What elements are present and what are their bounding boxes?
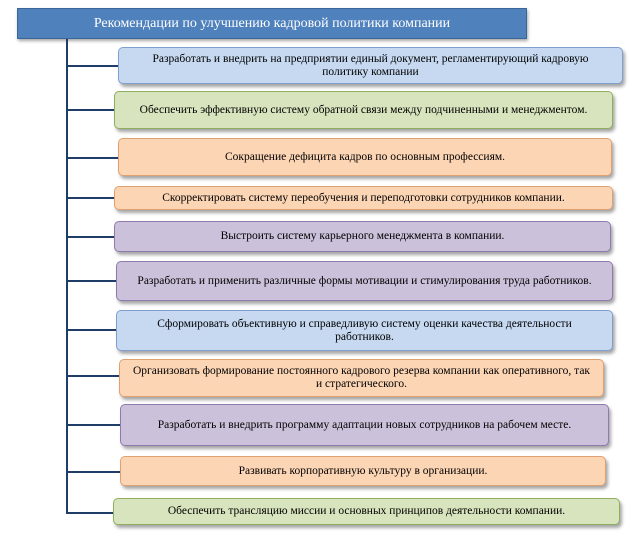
- connector-line: [66, 329, 116, 331]
- recommendation-box: Обеспечить эффективную систему обратной …: [114, 91, 613, 129]
- recommendation-box: Разработать и внедрить программу адаптац…: [120, 404, 609, 446]
- recommendation-box: Обеспечить трансляцию миссии и основных …: [113, 498, 620, 525]
- connector-line: [66, 471, 120, 473]
- recommendation-box: Разработать и внедрить на предприятии ед…: [118, 47, 623, 84]
- connector-line: [66, 512, 113, 514]
- connector-line: [66, 424, 120, 426]
- recommendation-box: Развивать корпоративную культуру в орган…: [120, 456, 606, 486]
- recommendation-box: Скорректировать систему переобучения и п…: [114, 186, 613, 210]
- connector-line: [66, 65, 118, 67]
- connector-spine: [66, 39, 68, 513]
- connector-line: [66, 109, 114, 111]
- diagram-title: Рекомендации по улучшению кадровой полит…: [17, 8, 527, 39]
- connector-line: [66, 197, 114, 199]
- recommendation-box: Сформировать объективную и справедливую …: [116, 310, 613, 351]
- connector-line: [66, 375, 119, 377]
- recommendation-box: Выстроить систему карьерного менеджмента…: [114, 221, 611, 252]
- connector-line: [66, 236, 114, 238]
- recommendation-box: Сокращение дефицита кадров по основным п…: [118, 138, 612, 176]
- recommendation-box: Организовать формирование постоянного ка…: [119, 359, 604, 397]
- connector-line: [66, 280, 116, 282]
- connector-line: [66, 157, 118, 159]
- recommendation-box: Разработать и применить различные формы …: [116, 261, 613, 301]
